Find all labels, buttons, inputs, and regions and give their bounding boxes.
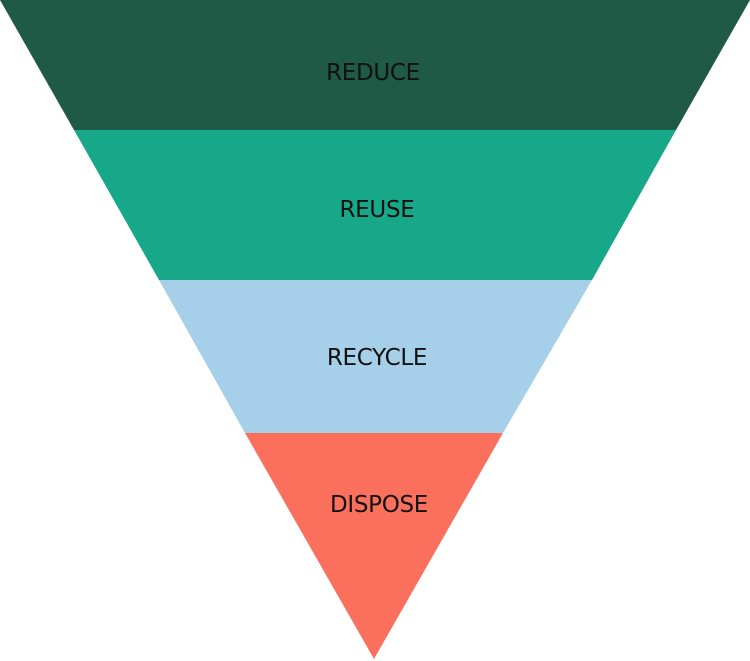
tier-reduce-label: REDUCE	[326, 60, 420, 86]
tier-reduce-band	[0, 0, 750, 130]
tier-reuse-label: REUSE	[340, 197, 415, 223]
tier-dispose-label: DISPOSE	[330, 492, 428, 518]
tier-reuse: REUSE	[74, 130, 676, 280]
tier-recycle-label: RECYCLE	[327, 345, 427, 371]
tier-dispose-band	[245, 433, 503, 659]
tier-reduce: REDUCE	[0, 0, 750, 130]
tier-reuse-band	[74, 130, 676, 280]
tier-dispose: DISPOSE	[245, 433, 503, 659]
tier-recycle: RECYCLE	[159, 280, 592, 433]
tier-recycle-band	[159, 280, 592, 433]
